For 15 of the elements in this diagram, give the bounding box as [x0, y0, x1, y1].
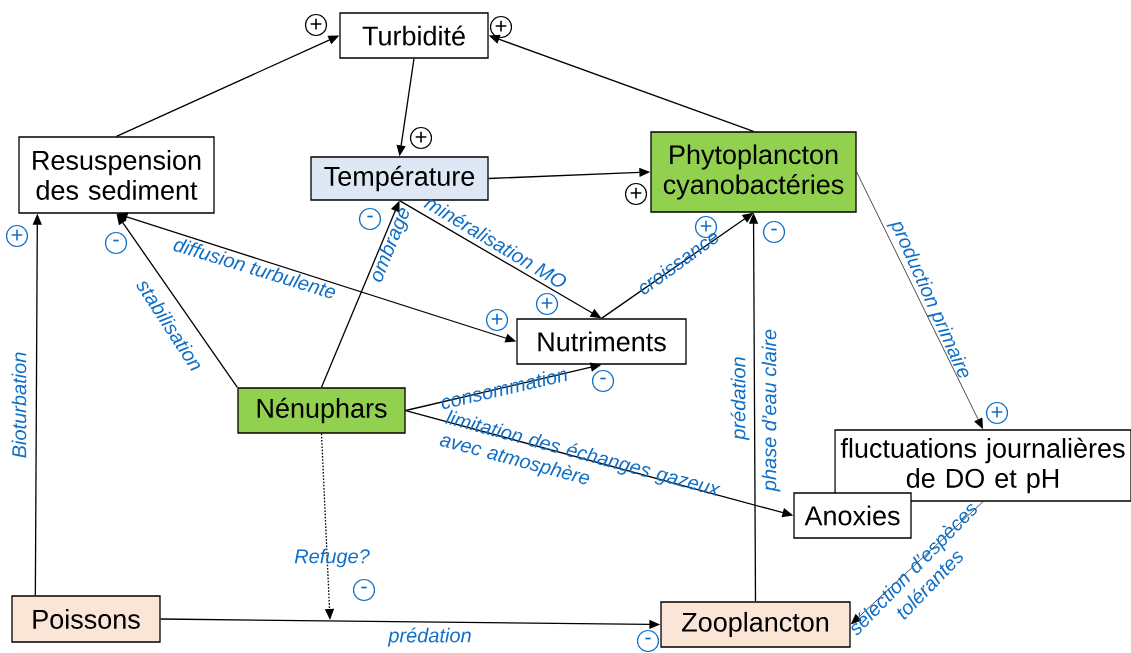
edge-label: Bioturbation: [11, 352, 27, 458]
edge-label: Refuge?: [294, 548, 370, 568]
box: Nénuphars: [237, 387, 406, 434]
note-text: phase d’eau claire: [761, 329, 781, 492]
box: Anoxies: [793, 492, 912, 539]
box: Zooplancton: [660, 601, 851, 648]
box: Turbidité: [339, 12, 489, 59]
arrow: [856, 171, 983, 429]
box: Resuspension des sediment: [18, 136, 215, 214]
box: Poissons: [11, 595, 161, 643]
box: fluctuations journalières de DO et pH: [834, 429, 1131, 502]
box: Phytoplancton cyanobactéries: [650, 131, 857, 213]
edge-label: prédation: [387, 627, 471, 647]
box: Nutriments: [516, 318, 687, 365]
edge-label: prédation: [730, 357, 750, 441]
